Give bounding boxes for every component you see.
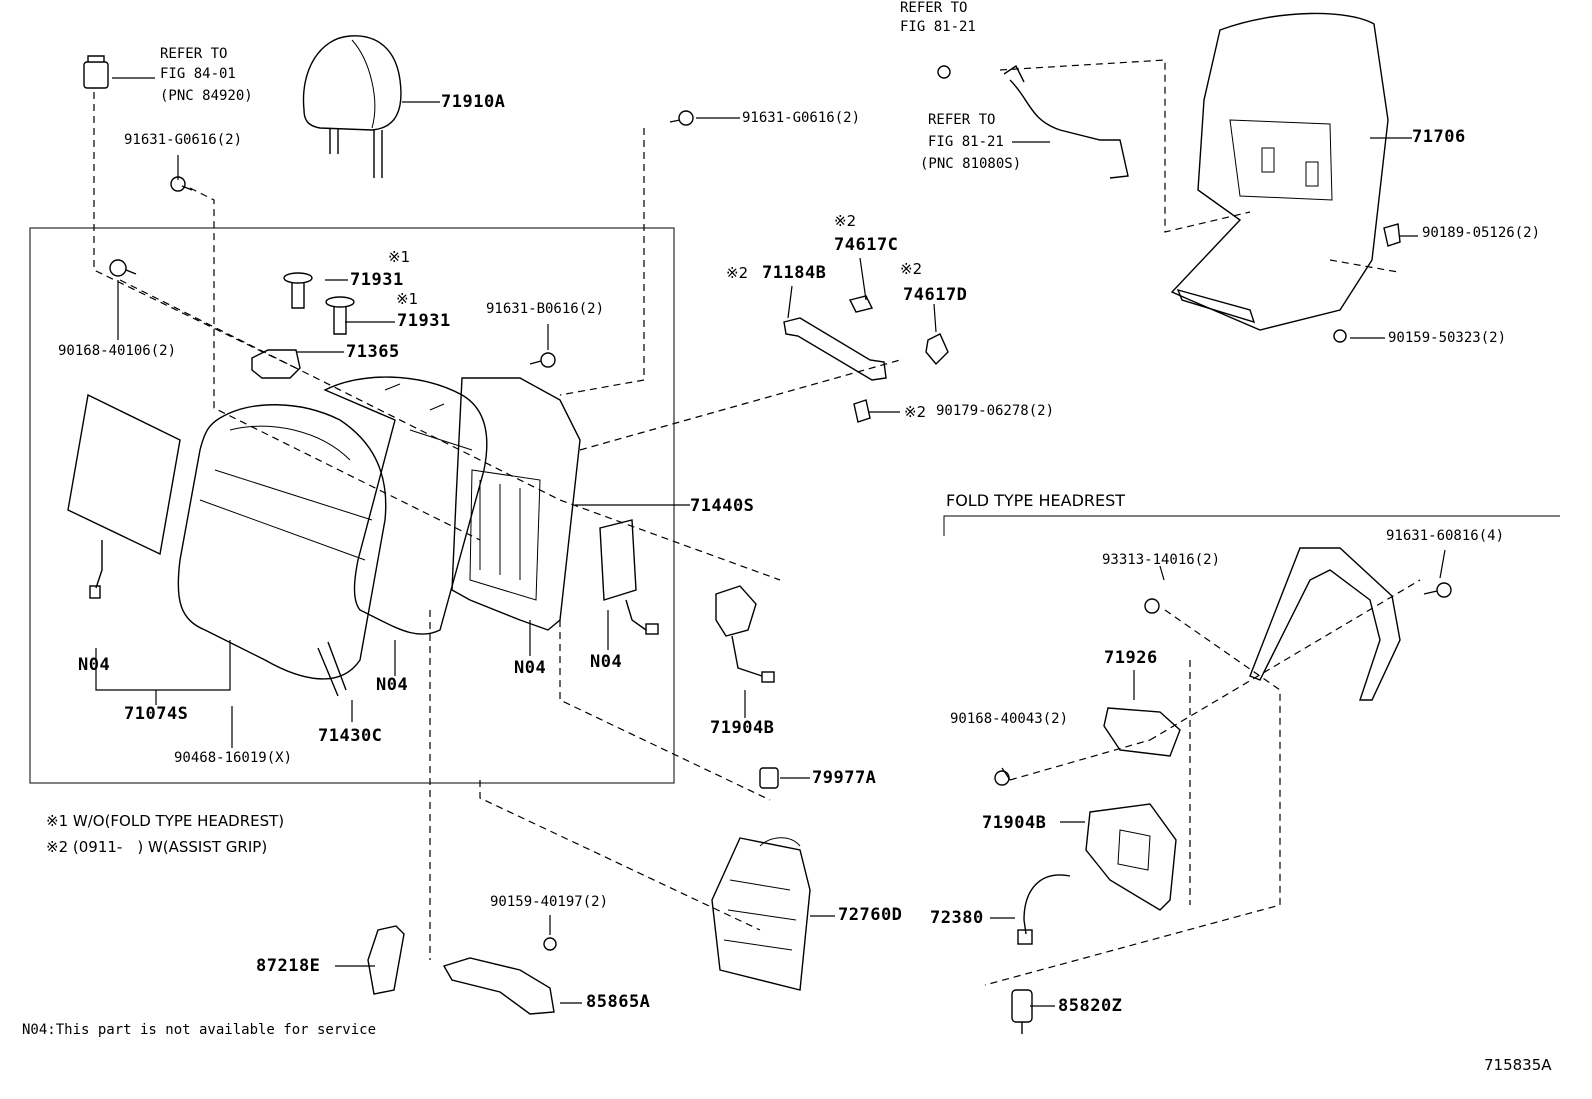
refer-81-21-top-line2: FIG 81-21: [900, 19, 976, 35]
section-title-fold-headrest: FOLD TYPE HEADREST: [946, 491, 1126, 510]
diagram-id: 715835A: [1484, 1056, 1552, 1074]
label-n04-a: N04: [78, 655, 111, 675]
label-85820Z: 85820Z: [1058, 996, 1123, 1016]
side-airbag-module: [599, 519, 659, 635]
headrest-71910A: [302, 35, 402, 178]
clip-79977A: [759, 767, 779, 789]
bolt-90168-40106: [109, 259, 137, 277]
label-91631-60816: 91631-60816(4): [1386, 528, 1505, 544]
screw-93313: [1144, 598, 1160, 614]
module-71904B-right: [1085, 803, 1177, 911]
label-91631-B0616: 91631-B0616(2): [486, 301, 605, 317]
label-87218E: 87218E: [256, 956, 321, 976]
refer-84-01-line3: (PNC 84920): [160, 88, 253, 104]
screw-90159-40197: [543, 937, 557, 951]
refer-81-21-mid-line1: REFER TO: [928, 112, 996, 128]
refer-81-21-top-line1: REFER TO: [900, 0, 968, 16]
motor-85820Z: [1011, 989, 1033, 1034]
refer-84-01-line1: REFER TO: [160, 46, 228, 62]
label-71910A: 71910A: [441, 92, 506, 112]
label-91631-G0616-top: 91631-G0616(2): [742, 110, 861, 126]
fold-type-bracket: [943, 515, 1560, 536]
note-2: ※2 (0911- ) W(ASSIST GRIP): [46, 838, 268, 856]
label-71926: 71926: [1104, 648, 1158, 668]
mark-2-e: ※2: [904, 403, 927, 421]
duct-85865A: [442, 957, 555, 1015]
bolt-91631-B0616: [529, 352, 556, 368]
connector-84920: [83, 55, 109, 89]
wire-harness-81080S: [937, 64, 1129, 179]
label-n04-b: N04: [376, 675, 409, 695]
module-71904B-mid: [715, 585, 775, 683]
mark-1-a: ※1: [388, 248, 411, 266]
bolt-91631-G0616-left: [170, 176, 193, 192]
sensor-72380: [1017, 874, 1071, 945]
footnote-n04: N04:This part is not available for servi…: [22, 1022, 377, 1038]
label-71904B-right: 71904B: [982, 813, 1047, 833]
mark-2-b: ※2: [726, 264, 749, 282]
pin-71931-a: [283, 272, 313, 309]
mark-2-d: ※2: [900, 260, 923, 278]
label-90168-40043: 90168-40043(2): [950, 711, 1069, 727]
label-74617C: 74617C: [834, 235, 899, 255]
label-90189-05126: 90189-05126(2): [1422, 225, 1541, 241]
refer-84-01-line2: FIG 84-01: [160, 66, 236, 82]
label-71184B: 71184B: [762, 263, 827, 283]
seat-back-pad: [323, 376, 488, 635]
fold-headrest-frame: [1249, 547, 1401, 701]
duct-87218E: [367, 925, 405, 995]
seat-back-cover: [177, 404, 387, 697]
label-90179-06278: 90179-06278(2): [936, 403, 1055, 419]
label-72380: 72380: [930, 908, 984, 928]
seat-back-frame: [451, 377, 581, 631]
clip-90159-50323: [1333, 329, 1347, 343]
bracket-71926: [1103, 707, 1181, 757]
back-board-71706: [1170, 12, 1389, 331]
bolt-90168-40043: [994, 770, 1010, 786]
label-91631-G0616-left: 91631-G0616(2): [124, 132, 243, 148]
leader-lines: [95, 77, 1446, 1007]
pin-71931-b: [325, 296, 355, 335]
assist-grip-71184B: [783, 317, 887, 381]
label-71904B-mid: 71904B: [710, 718, 775, 738]
label-71931-b: 71931: [397, 311, 451, 331]
label-71931-a: 71931: [350, 270, 404, 290]
bracket-71365: [251, 349, 301, 379]
label-74617D: 74617D: [903, 285, 968, 305]
assembly-dashed-lines: [93, 59, 1421, 986]
cover-74617D: [925, 333, 949, 366]
back-board: [67, 393, 181, 599]
label-71706: 71706: [1412, 127, 1466, 147]
label-71074S: 71074S: [124, 704, 189, 724]
note-1: ※1 W/O(FOLD TYPE HEADREST): [46, 812, 285, 830]
clip-90179: [853, 399, 871, 423]
label-n04-d: N04: [590, 652, 623, 672]
label-90468-16019: 90468-16019(X): [174, 750, 293, 766]
refer-81-21-mid-line2: FIG 81-21: [928, 134, 1004, 150]
label-90159-50323: 90159-50323(2): [1388, 330, 1507, 346]
bolt-91631-G0616-top: [669, 110, 694, 126]
cover-74617C: [848, 295, 874, 313]
mark-1-b: ※1: [396, 290, 419, 308]
label-85865A: 85865A: [586, 992, 651, 1012]
label-71430C: 71430C: [318, 726, 383, 746]
seat-heater-72760D: [711, 837, 811, 991]
mark-2-c: ※2: [834, 212, 857, 230]
label-90159-40197: 90159-40197(2): [490, 894, 609, 910]
label-71440S: 71440S: [690, 496, 755, 516]
label-93313-14016: 93313-14016(2): [1102, 552, 1221, 568]
label-79977A: 79977A: [812, 768, 877, 788]
refer-81-21-mid-line3: (PNC 81080S): [920, 156, 1022, 172]
label-90168-40106: 90168-40106(2): [58, 343, 177, 359]
label-71365: 71365: [346, 342, 400, 362]
bolt-91631-60816: [1423, 582, 1452, 598]
clip-90189: [1383, 223, 1401, 247]
label-72760D: 72760D: [838, 905, 903, 925]
label-n04-c: N04: [514, 658, 547, 678]
